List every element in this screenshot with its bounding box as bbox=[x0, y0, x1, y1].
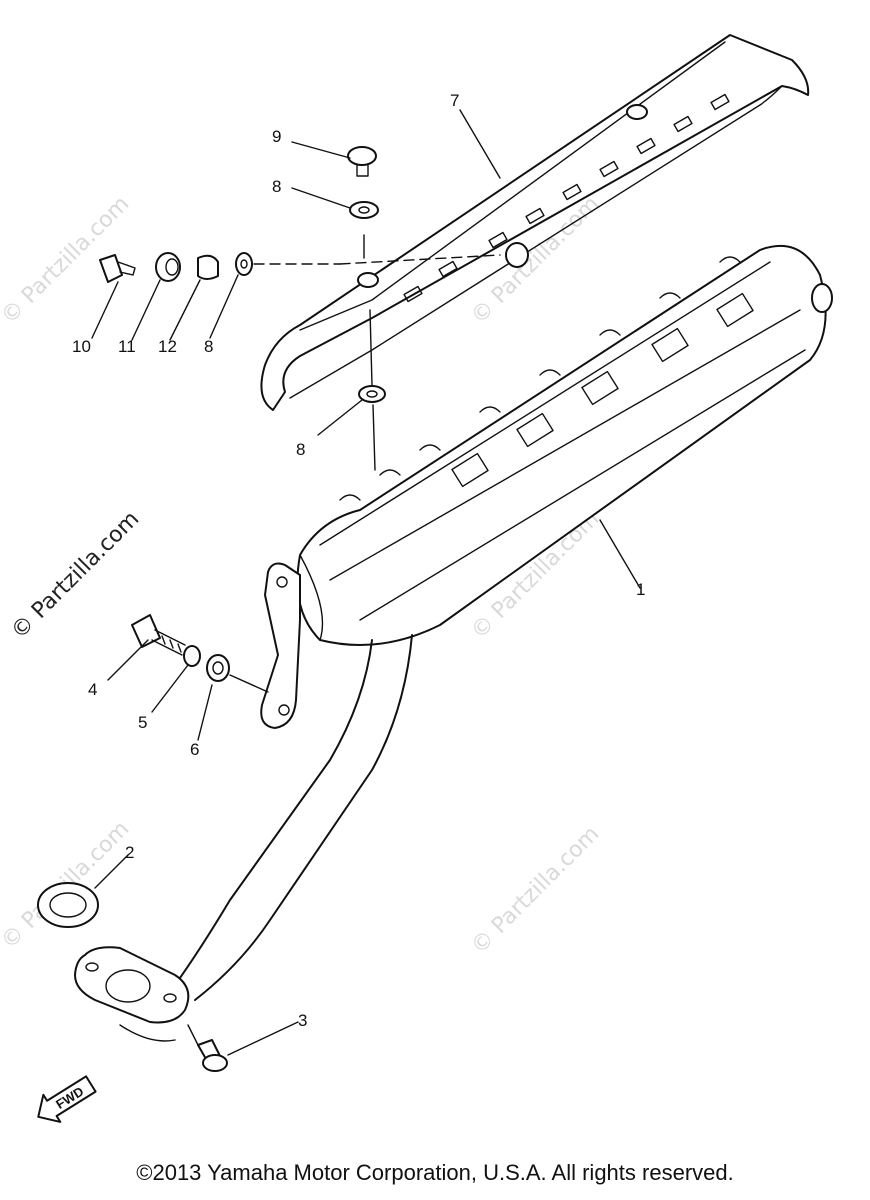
watermark-dark: © Partzilla.com bbox=[7, 507, 145, 645]
grommet-part-11 bbox=[155, 252, 181, 282]
callout-8-a: 8 bbox=[272, 177, 281, 196]
callout-3: 3 bbox=[298, 1011, 307, 1030]
leader-lines bbox=[91, 109, 641, 1056]
washer-part-8-top bbox=[349, 201, 379, 219]
callout-8-b: 8 bbox=[204, 337, 213, 356]
exhaust-flange bbox=[74, 946, 190, 1042]
callout-7: 7 bbox=[450, 91, 459, 110]
callout-2: 2 bbox=[125, 843, 134, 862]
screw-part-9 bbox=[347, 146, 377, 177]
callout-4: 4 bbox=[88, 680, 97, 699]
copyright-notice: ©2013 Yamaha Motor Corporation, U.S.A. A… bbox=[136, 1160, 734, 1185]
watermark-5: © Partzilla.com bbox=[467, 822, 605, 960]
collar-part-12 bbox=[197, 254, 219, 280]
callout-10: 10 bbox=[72, 337, 91, 356]
gasket-part-2 bbox=[37, 882, 99, 928]
callout-12: 12 bbox=[158, 337, 177, 356]
heat-shield-slots bbox=[403, 93, 730, 303]
callout-11: 11 bbox=[118, 337, 136, 356]
washer-part-8-bottom bbox=[358, 385, 386, 403]
assembly-lines bbox=[253, 234, 501, 471]
callout-9: 9 bbox=[272, 127, 281, 146]
muffler-part-1 bbox=[296, 242, 833, 646]
callout-6: 6 bbox=[190, 740, 199, 759]
callout-labels: 7 9 8 10 11 12 8 8 1 4 5 6 2 3 bbox=[72, 91, 645, 1030]
callout-5: 5 bbox=[138, 713, 147, 732]
bolt-4-leader bbox=[229, 674, 269, 693]
muffler-ridges bbox=[339, 256, 741, 501]
muffler-bracket bbox=[260, 562, 301, 729]
muffler-windows bbox=[451, 292, 754, 488]
washer-part-8-side bbox=[235, 252, 253, 276]
washer-part-5 bbox=[183, 645, 201, 667]
callout-1: 1 bbox=[636, 580, 645, 599]
bolt-part-3 bbox=[187, 1024, 228, 1072]
callout-8-c: 8 bbox=[296, 440, 305, 459]
bolt-part-10 bbox=[99, 254, 136, 283]
heat-shield-part-7 bbox=[260, 34, 810, 411]
fwd-arrow-icon: FWD bbox=[37, 1075, 97, 1123]
bolt-part-4 bbox=[131, 614, 186, 656]
washer-part-6 bbox=[206, 654, 230, 682]
exhaust-pipe bbox=[174, 634, 413, 1001]
